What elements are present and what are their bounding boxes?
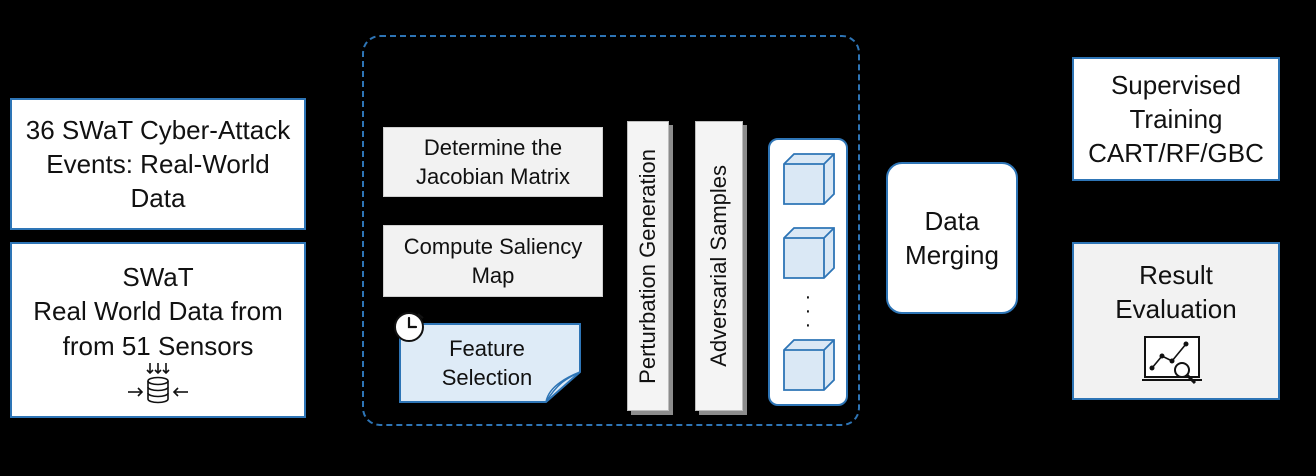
training-line-1: Supervised [1110,69,1242,100]
saliency-line-1: Compute Saliency [403,233,583,259]
cube-icon [783,227,835,279]
adversarial-pipeline-group [362,35,860,426]
supervised-training-box: Supervised Training CART/RF/GBC [1072,57,1280,181]
real-world-line-3: from 51 Sensors [62,330,254,361]
dot: · [804,286,812,308]
cube-icon [783,339,835,391]
adversarial-label: Adversarial Samples [706,165,731,367]
adversarial-samples-bar: Adversarial Samples [695,121,743,411]
chart-magnifier-icon [1142,336,1202,385]
attack-events-line-3: Data [130,183,186,214]
database-sensors-icon [128,363,188,404]
clock-icon [394,312,424,342]
data-merging-box: Data Merging [886,162,1018,314]
saliency-line-2: Map [471,263,515,288]
attack-events-box: 36 SWaT Cyber-Attack Events: Real-World … [10,98,306,230]
evaluation-line-2: Evaluation [1115,294,1237,325]
jacobian-box: Determine the Jacobian Matrix [383,127,603,197]
dot: · [804,300,812,322]
real-world-line-2: Real World Data from [33,296,283,327]
real-world-data-box: SWaT Real World Data from from 51 Sensor… [10,242,306,418]
training-line-2: Training [1129,103,1223,134]
attack-events-line-2: Events: Real-World [46,148,270,179]
dot: · [804,314,812,336]
merging-line-2: Merging [905,240,999,270]
training-line-3: CART/RF/GBC [1088,138,1264,169]
adversarial-samples-panel: · · · [768,138,848,406]
perturbation-generation-bar: Perturbation Generation [627,121,669,411]
feature-line-1: Feature [449,335,525,361]
attack-events-line-1: 36 SWaT Cyber-Attack [25,114,291,145]
feature-line-2: Selection [441,365,533,390]
cube-icon [783,153,835,205]
ellipsis-dots: · · · [770,286,846,336]
evaluation-line-1: Result [1139,260,1213,290]
saliency-box: Compute Saliency Map [383,225,603,297]
real-world-line-1: SWaT [122,262,194,292]
feature-selection-text: Feature Selection [422,330,552,396]
jacobian-line-1: Determine the [423,134,563,160]
merging-line-1: Data [924,205,980,236]
perturbation-label: Perturbation Generation [635,148,660,384]
feature-selection-note [399,323,581,403]
jacobian-line-2: Jacobian Matrix [415,164,571,189]
